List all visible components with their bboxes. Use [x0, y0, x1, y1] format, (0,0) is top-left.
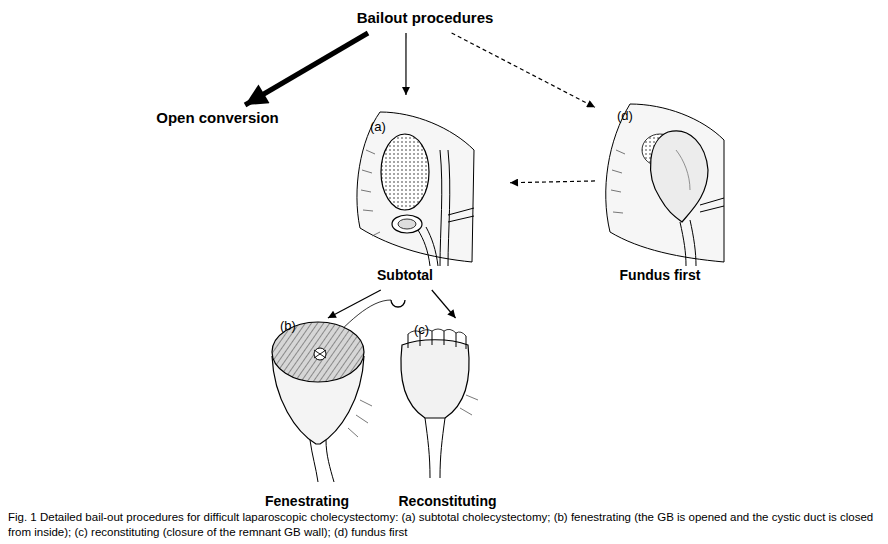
cystic-duct [425, 418, 445, 478]
cystic-duct [418, 227, 438, 266]
figure-caption: Fig. 1 Detailed bail-out procedures for … [8, 510, 880, 540]
flow-arrow [328, 290, 381, 318]
hepatic-duct [440, 150, 474, 266]
liver-hatch [611, 150, 625, 213]
cystic-duct [680, 198, 724, 266]
diagram-node: Open conversion [145, 105, 290, 131]
flow-arrow [452, 33, 595, 107]
diagram-node: (b) Fenestrating [252, 318, 362, 512]
purse-string [314, 350, 326, 358]
node-label: Bailout procedures [330, 9, 520, 27]
gallbladder-remnant [401, 340, 469, 418]
node-label: Open conversion [145, 109, 290, 127]
liver-hatch [361, 150, 380, 236]
diagram-node: (a) Subtotal [340, 95, 510, 290]
node-label: Reconstituting [390, 493, 505, 510]
panel-letter: (d) [617, 108, 647, 124]
flow-arrow [245, 33, 368, 105]
node-label: Fenestrating [252, 493, 362, 510]
cystic-orifice [314, 348, 326, 360]
liver-outline [606, 104, 724, 262]
suture-needle [391, 300, 405, 307]
panel-letter: (c) [414, 322, 444, 338]
stump-lumen [398, 219, 416, 229]
flow-arrow [432, 290, 456, 318]
tissue-strand [348, 400, 372, 437]
node-label: Fundus first [600, 267, 720, 284]
flow-arrow [510, 181, 595, 183]
cystic-duct [310, 440, 334, 482]
diagram-node: (d) Fundus first [595, 100, 725, 284]
flow-arrow [405, 33, 406, 95]
gallbladder-bed [381, 134, 429, 210]
node-label: Subtotal [350, 267, 460, 284]
panel-letter: (b) [280, 318, 310, 334]
gallbladder-stump [392, 215, 422, 233]
panel-letter: (a) [370, 119, 400, 135]
gallbladder-shade [676, 150, 690, 190]
diagram-node: Bailout procedures [330, 5, 520, 33]
gallbladder [651, 131, 708, 222]
tissue-strand [460, 395, 478, 415]
liver-outline [357, 112, 474, 262]
diagram-node: (c) Reconstituting [390, 318, 505, 512]
